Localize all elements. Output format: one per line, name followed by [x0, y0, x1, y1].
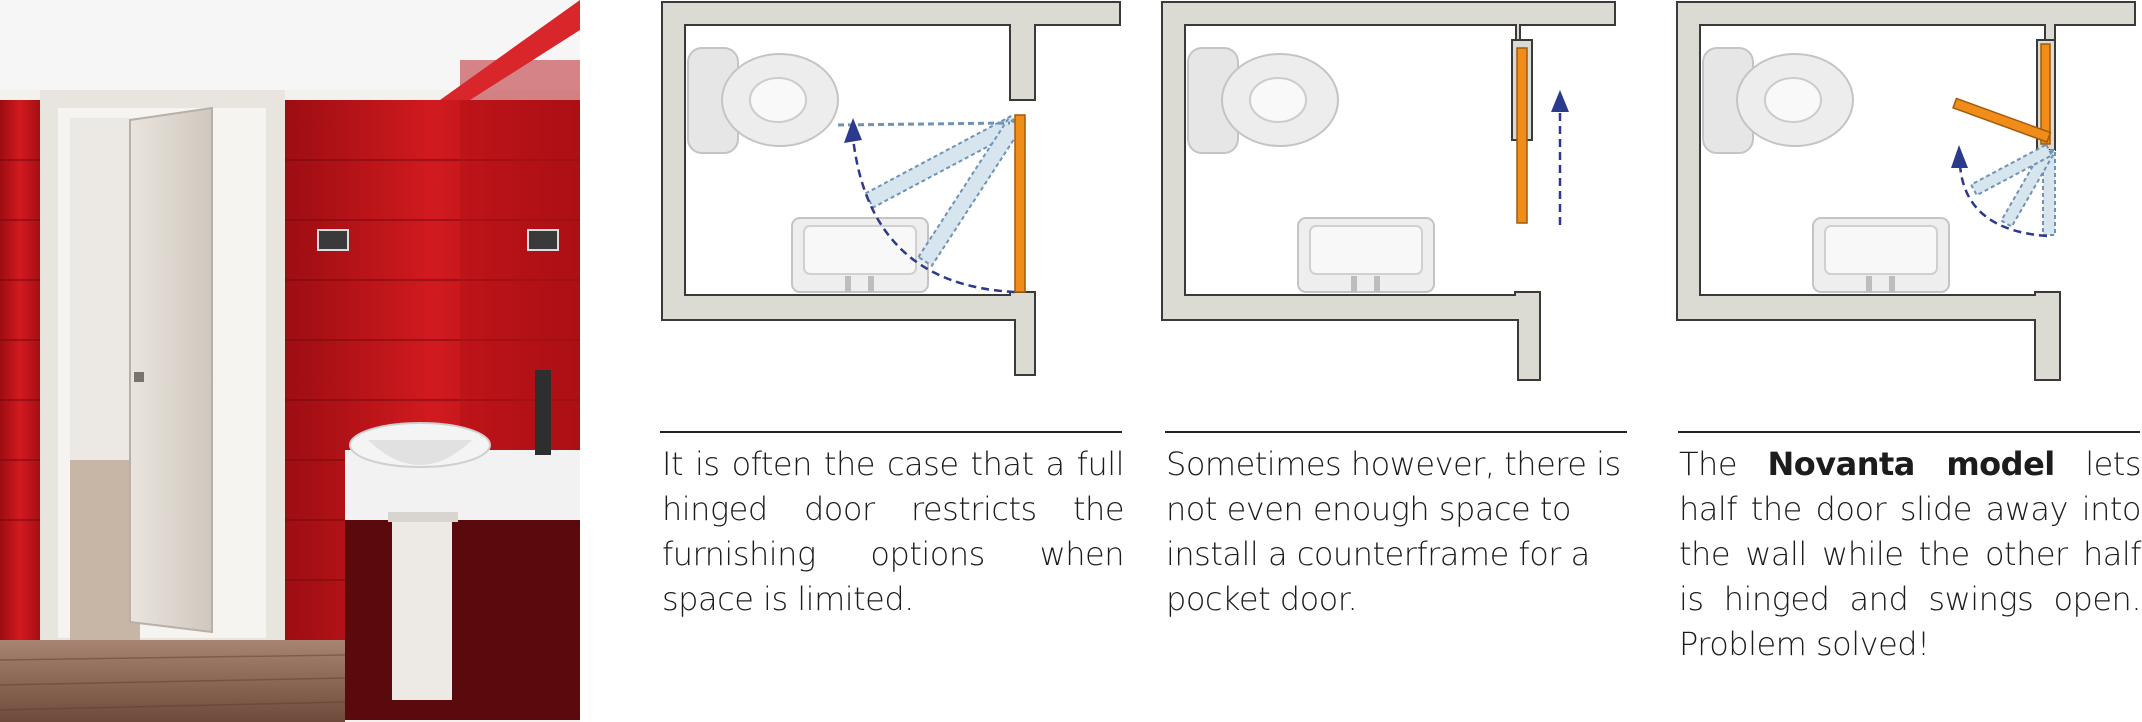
door-slide-arrow-icon [1551, 90, 1569, 225]
novanta-model-name: Novanta model [1767, 445, 2056, 483]
door-swing-arrow-icon [1951, 145, 2048, 238]
caption-lead: The [1679, 445, 1768, 483]
plan-novanta-door [1676, 1, 2136, 381]
caption-divider [1678, 431, 2140, 433]
caption-pocket-door: Sometimes however, there is not even eno… [1166, 442, 1628, 622]
toilet-icon [1702, 47, 1854, 154]
caption-rest: lets half the door slide away into the w… [1679, 445, 2142, 663]
sink-icon [791, 217, 929, 293]
plan-hinged-door [661, 1, 1121, 376]
toilet-icon [1187, 47, 1339, 154]
sink-icon [1812, 217, 1950, 293]
caption-divider [1165, 431, 1627, 433]
pocket-door [1516, 47, 1528, 224]
plan-pocket-door [1161, 1, 1616, 381]
novanta-hinged-half [1952, 97, 2052, 143]
novanta-sliding-half [2040, 43, 2051, 145]
hinged-door [1014, 114, 1026, 293]
bathroom-photo [0, 0, 580, 722]
caption-hinged-door: It is often the case that a full hinged … [662, 442, 1125, 622]
caption-novanta: The Novanta model lets half the door sli… [1679, 442, 2142, 667]
door-swing-arrow-icon [844, 118, 1016, 294]
caption-text: It is often the case that a full hinged … [662, 445, 1125, 618]
door-ghost-positions [1969, 143, 2056, 236]
caption-text: The Novanta model lets half the door sli… [1679, 442, 2142, 667]
toilet-icon [687, 47, 839, 154]
caption-text: Sometimes however, there is not even eno… [1166, 445, 1621, 618]
sink-icon [1297, 217, 1435, 293]
caption-divider [660, 431, 1122, 433]
